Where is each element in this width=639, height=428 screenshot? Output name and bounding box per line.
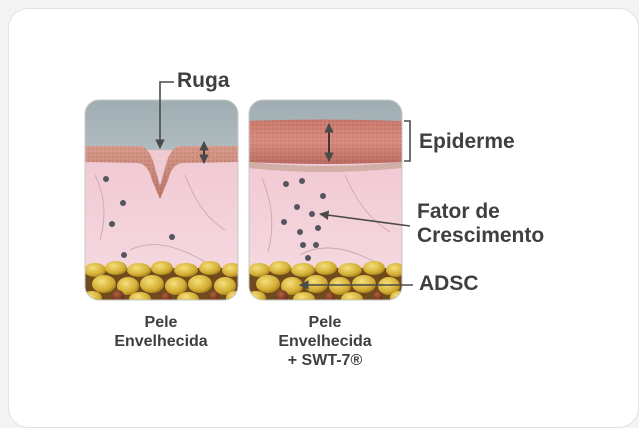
caption-left-line2: Envelhecida xyxy=(114,332,207,351)
caption-right-line3: + SWT-7® xyxy=(288,351,362,370)
growth-factor-label-line2: Crescimento xyxy=(417,224,544,248)
caption-left-line1: Pele xyxy=(145,313,178,332)
aged-skin-panel xyxy=(82,100,244,306)
epidermis-label: Epiderme xyxy=(419,130,515,154)
treated-skin-panel xyxy=(246,100,408,306)
caption-right-line1: Pele xyxy=(309,313,342,332)
epidermis-bracket xyxy=(404,121,410,161)
adsc-label: ADSC xyxy=(419,272,479,296)
caption-right-line2: Envelhecida xyxy=(278,332,371,351)
growth-factor-label-line1: Fator de xyxy=(417,200,500,224)
wrinkle-label: Ruga xyxy=(177,69,230,93)
